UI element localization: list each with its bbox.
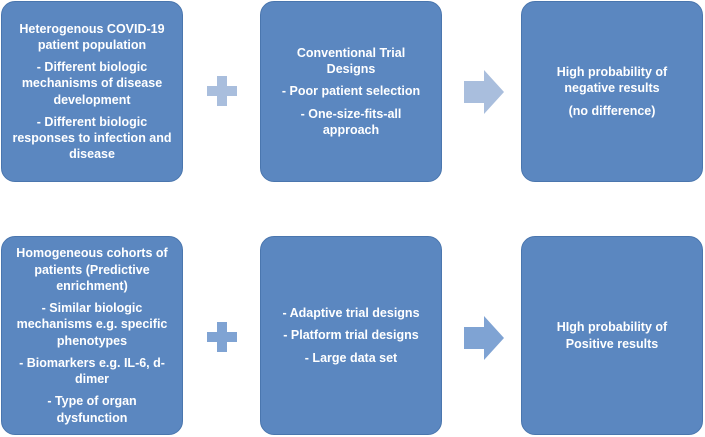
- negative-results-box: High probability of negative results (no…: [521, 1, 703, 182]
- box-item: - Type of organ dysfunction: [47, 394, 137, 425]
- box-item: - Different biologic responses to infect…: [12, 114, 172, 162]
- homogeneous-cohorts-box: Homogeneous cohorts of patients (Predict…: [1, 236, 183, 435]
- box-item: - Poor patient selection: [281, 84, 421, 99]
- box-item: - Different biologic mechanisms of disea…: [21, 60, 163, 107]
- box-item: - Platform trial designs: [283, 328, 419, 343]
- plus-icon: [207, 322, 237, 352]
- box-title: Heterogenous COVID-19 patient population: [19, 21, 165, 52]
- heterogenous-population-box: Heterogenous COVID-19 patient population…: [1, 1, 183, 182]
- box-title: Homogeneous cohorts of patients (Predict…: [16, 246, 168, 293]
- box-item: - Large data set: [304, 350, 398, 365]
- box-line: High probability of negative results: [556, 65, 668, 96]
- positive-results-box: HIgh probability of Positive results: [521, 236, 703, 435]
- box-item: - Similar biologic mechanisms e.g. speci…: [16, 301, 168, 348]
- box-item: - Adaptive trial designs: [282, 306, 420, 321]
- box-item: - Biomarkers e.g. IL-6, d-dimer: [19, 355, 165, 386]
- plus-icon: [207, 76, 237, 106]
- box-title: Conventional Trial Designs: [296, 45, 406, 77]
- adaptive-trial-designs-box: - Adaptive trial designs - Platform tria…: [260, 236, 442, 435]
- box-line: HIgh probability of Positive results: [556, 320, 668, 351]
- box-line: (no difference): [568, 103, 656, 118]
- conventional-trial-designs-box: Conventional Trial Designs - Poor patien…: [260, 1, 442, 182]
- arrow-right-icon: [464, 316, 504, 360]
- box-item: - One-size-fits-all approach: [300, 106, 402, 137]
- arrow-right-icon: [464, 70, 504, 114]
